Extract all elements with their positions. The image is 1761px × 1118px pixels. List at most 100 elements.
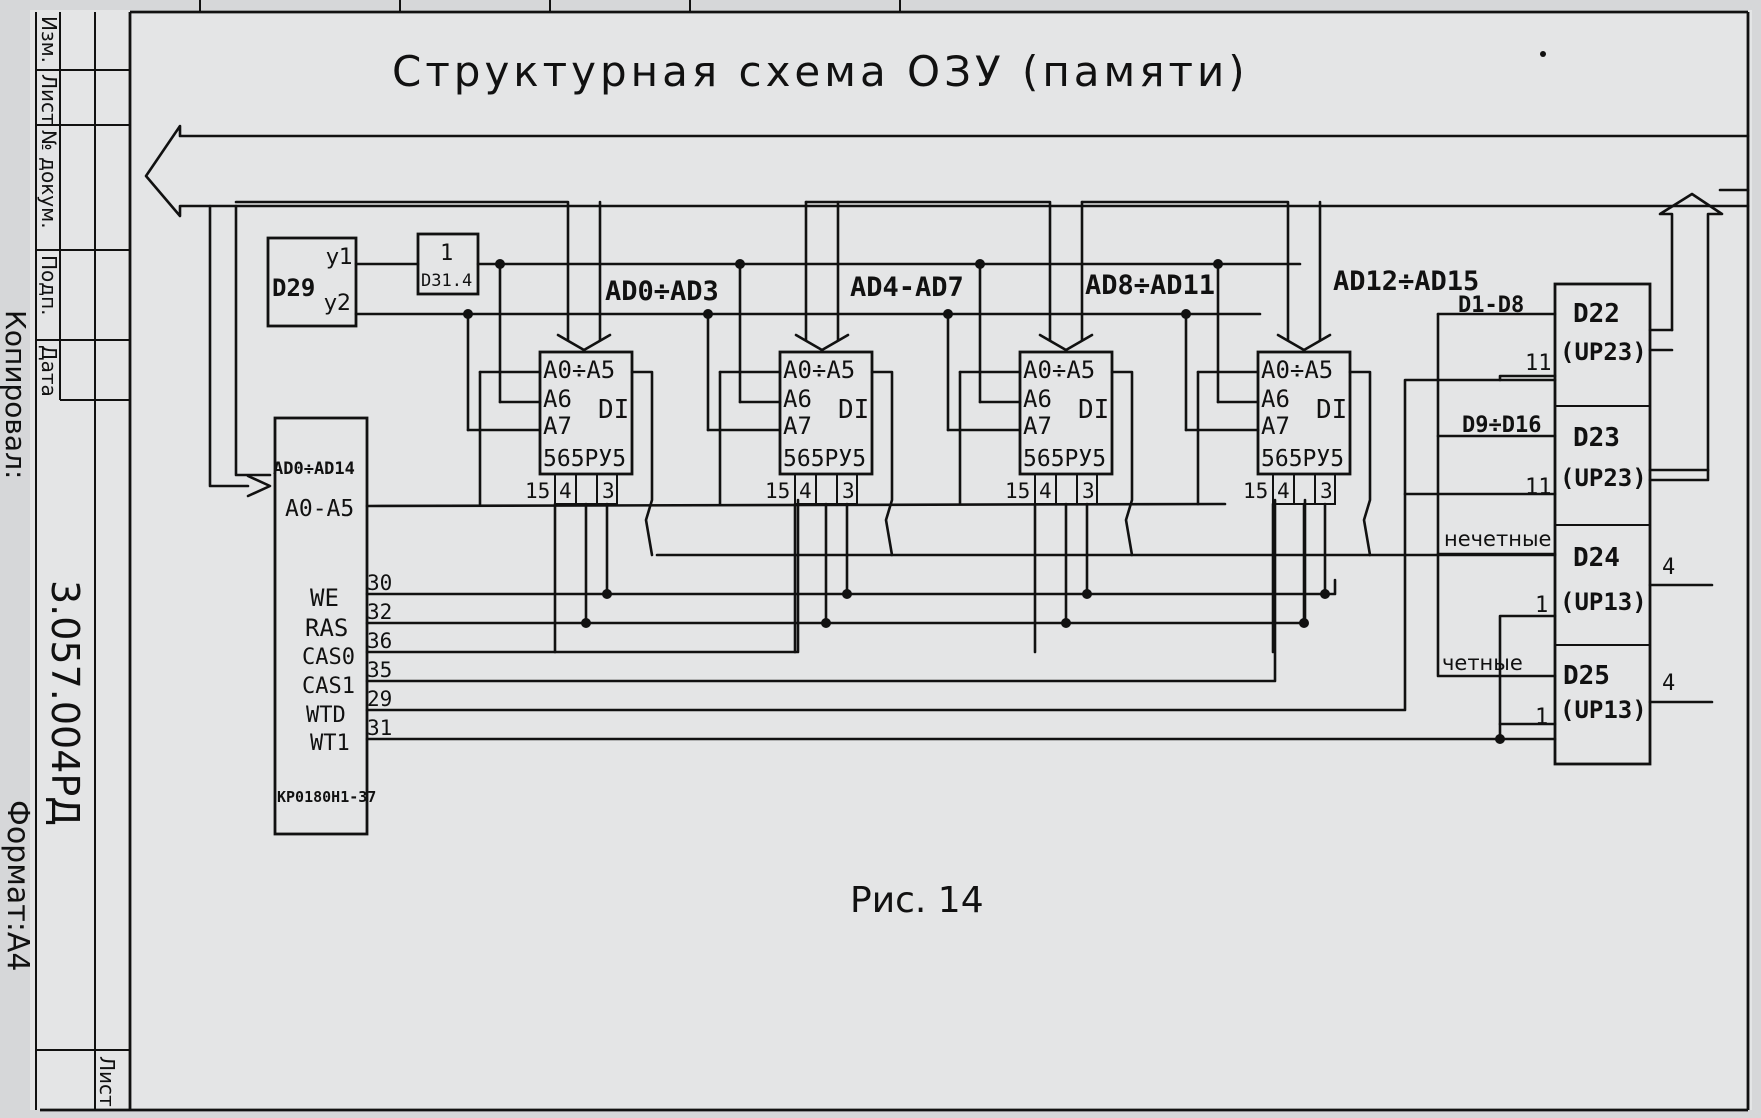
figure-caption: Рис. 14 xyxy=(850,880,984,921)
stamp-doc-code: 3.057.004РД xyxy=(43,580,87,826)
pin-30: 30 xyxy=(367,571,392,595)
signal-ras: RAS xyxy=(305,614,348,642)
d23-pin: 11 xyxy=(1525,475,1552,500)
stamp-copied: Копировал: xyxy=(0,310,32,479)
d24-type: (UP13) xyxy=(1560,588,1647,616)
stamp-sheet-label: Лист xyxy=(95,1056,119,1107)
ram-pin-4: 4 xyxy=(1277,479,1290,503)
signal-wt1: WT1 xyxy=(310,731,350,756)
ram-a0-label: A0÷A5 xyxy=(1023,356,1095,384)
controller-signals: WE RAS CAS0 CAS1 WTD WT1 30 32 36 35 29 … xyxy=(302,571,392,756)
ram-a7-label: A7 xyxy=(1023,412,1052,440)
stamp-label-sign: Подп. xyxy=(37,255,61,316)
stamp-label-date: Дата xyxy=(37,345,61,397)
controller-in-label: AD0÷AD14 xyxy=(273,459,355,479)
ram-a6-label: A6 xyxy=(783,385,812,413)
d25-out: 4 xyxy=(1662,671,1675,696)
stamp-label-doc: № докум. xyxy=(37,130,61,229)
ram-di-label: DI xyxy=(1316,395,1347,425)
d25-name: D25 xyxy=(1563,661,1610,691)
d25-pin: 1 xyxy=(1535,705,1548,730)
ram-pin-4: 4 xyxy=(799,479,812,503)
ram-pin-3: 3 xyxy=(602,479,615,503)
ram-chip-name: 565РУ5 xyxy=(1261,446,1344,472)
ram-di-label: DI xyxy=(598,395,629,425)
d22-type: (UP23) xyxy=(1560,338,1647,366)
ram-a6-label: A6 xyxy=(1261,385,1290,413)
ram-pin-15: 15 xyxy=(1005,479,1030,503)
d23-type: (UP23) xyxy=(1560,464,1647,492)
output-bus-arrow xyxy=(1648,192,1724,482)
bus-label-ad4-ad7: AD4-AD7 xyxy=(850,272,964,303)
diagram-title: Структурная схема ОЗУ (памяти) xyxy=(392,47,1249,96)
d29-y2: у2 xyxy=(324,291,351,316)
signal-cas1: CAS1 xyxy=(302,674,355,699)
data-bus-arrow xyxy=(144,124,1750,488)
ram-a0-label: A0÷A5 xyxy=(543,356,615,384)
ram-chip-name: 565РУ5 xyxy=(1023,446,1106,472)
signal-we: WE xyxy=(310,584,339,612)
ram-pin-3: 3 xyxy=(1082,479,1095,503)
pin-35: 35 xyxy=(367,658,392,682)
stamp-label-sheet: Лист xyxy=(37,74,61,125)
stamp-label-change: Изм. xyxy=(37,16,61,63)
d23-name: D23 xyxy=(1573,423,1620,453)
ram-pin-3: 3 xyxy=(842,479,855,503)
ram-pin-3: 3 xyxy=(1320,479,1333,503)
ram-a7-label: A7 xyxy=(1261,412,1290,440)
d25-type: (UP13) xyxy=(1560,696,1647,724)
pin-32: 32 xyxy=(367,600,392,624)
bus-label-ad0-ad3: AD0÷AD3 xyxy=(605,276,719,307)
signal-cas0: CAS0 xyxy=(302,645,355,670)
d24-pin: 1 xyxy=(1535,593,1548,618)
ram-pin-4: 4 xyxy=(559,479,572,503)
pin-31: 31 xyxy=(367,716,392,740)
d29-y1: у1 xyxy=(326,245,353,270)
d24-name: D24 xyxy=(1573,543,1620,573)
signal-wtd: WTD xyxy=(306,703,346,728)
ram-a0-label: A0÷A5 xyxy=(1261,356,1333,384)
d29-name: D29 xyxy=(272,274,315,302)
d31-num: 1 xyxy=(440,241,453,266)
ram-a7-label: A7 xyxy=(543,412,572,440)
stamp-format: Формат:А4 xyxy=(0,800,35,971)
d24-in: нечетные xyxy=(1444,527,1551,551)
d23-in: D9÷D16 xyxy=(1462,413,1541,438)
ram-a6-label: A6 xyxy=(543,385,572,413)
d29-block: D29 у1 у2 xyxy=(266,236,358,328)
drawing-frame xyxy=(35,0,1750,1112)
bus-label-ad8-ad11: AD8÷AD11 xyxy=(1085,270,1215,301)
buffer-d22-d25: D22 (UP23) D23 (UP23) D24 (UP13) D25 (UP… xyxy=(1442,282,1675,766)
ram-pin-15: 15 xyxy=(1243,479,1268,503)
controller-chip-name: КР0180Н1-37 xyxy=(277,788,376,806)
ram-pin-15: 15 xyxy=(765,479,790,503)
d22-pin: 11 xyxy=(1525,351,1552,376)
ram-a6-label: A6 xyxy=(1023,385,1052,413)
d31-name: D31.4 xyxy=(421,271,472,291)
ram-di-label: DI xyxy=(838,395,869,425)
ram-di-label: DI xyxy=(1078,395,1109,425)
d24-out: 4 xyxy=(1662,555,1675,580)
d25-in: четные xyxy=(1442,651,1523,675)
ram-pin-4: 4 xyxy=(1039,479,1052,503)
ram-pin-15: 15 xyxy=(525,479,550,503)
buffer-wiring xyxy=(1403,312,1714,744)
ram-chip-name: 565РУ5 xyxy=(543,446,626,472)
ram-a0-label: A0÷A5 xyxy=(783,356,855,384)
controller-out-label: A0-A5 xyxy=(285,496,354,522)
bus-label-ad12-ad15: AD12÷AD15 xyxy=(1333,266,1479,297)
address-bus-lines xyxy=(234,200,1332,477)
ram-a7-label: A7 xyxy=(783,412,812,440)
memory-controller: AD0÷AD14 A0-A5 КР0180Н1-37 xyxy=(246,416,376,836)
d22-name: D22 xyxy=(1573,299,1620,329)
ram-chip-name: 565РУ5 xyxy=(783,446,866,472)
stamp-column-labels: Изм. Лист № докум. Подп. Дата xyxy=(37,16,61,397)
pin-29: 29 xyxy=(367,687,392,711)
